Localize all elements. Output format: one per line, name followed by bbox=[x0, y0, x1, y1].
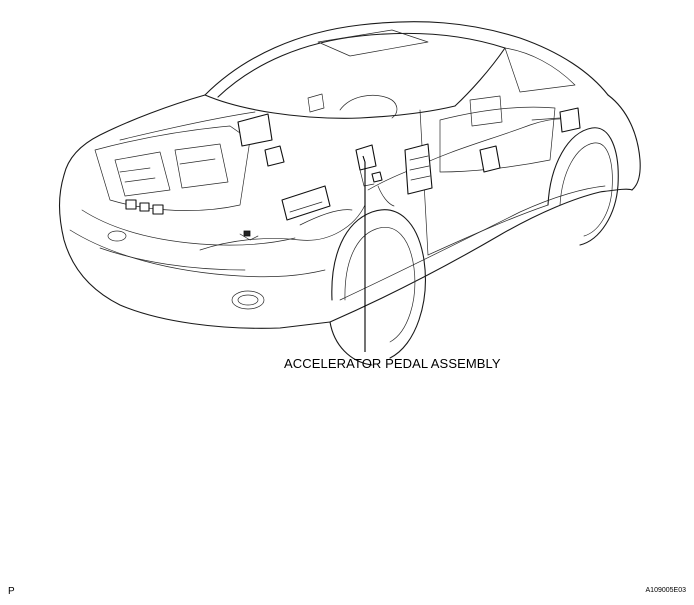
accelerator-pedal-label: ACCELERATOR PEDAL ASSEMBLY bbox=[284, 356, 501, 371]
engine-compartment bbox=[94, 113, 353, 226]
interior-components bbox=[307, 93, 581, 195]
front-wheel bbox=[329, 209, 426, 366]
corner-mark: P bbox=[8, 586, 15, 597]
accelerator-pedal-assembly bbox=[355, 144, 395, 207]
rear-wheel bbox=[547, 127, 619, 246]
callout-leader bbox=[362, 155, 366, 352]
figure-id: A109005E03 bbox=[645, 587, 686, 594]
car-body-outline bbox=[59, 21, 641, 329]
